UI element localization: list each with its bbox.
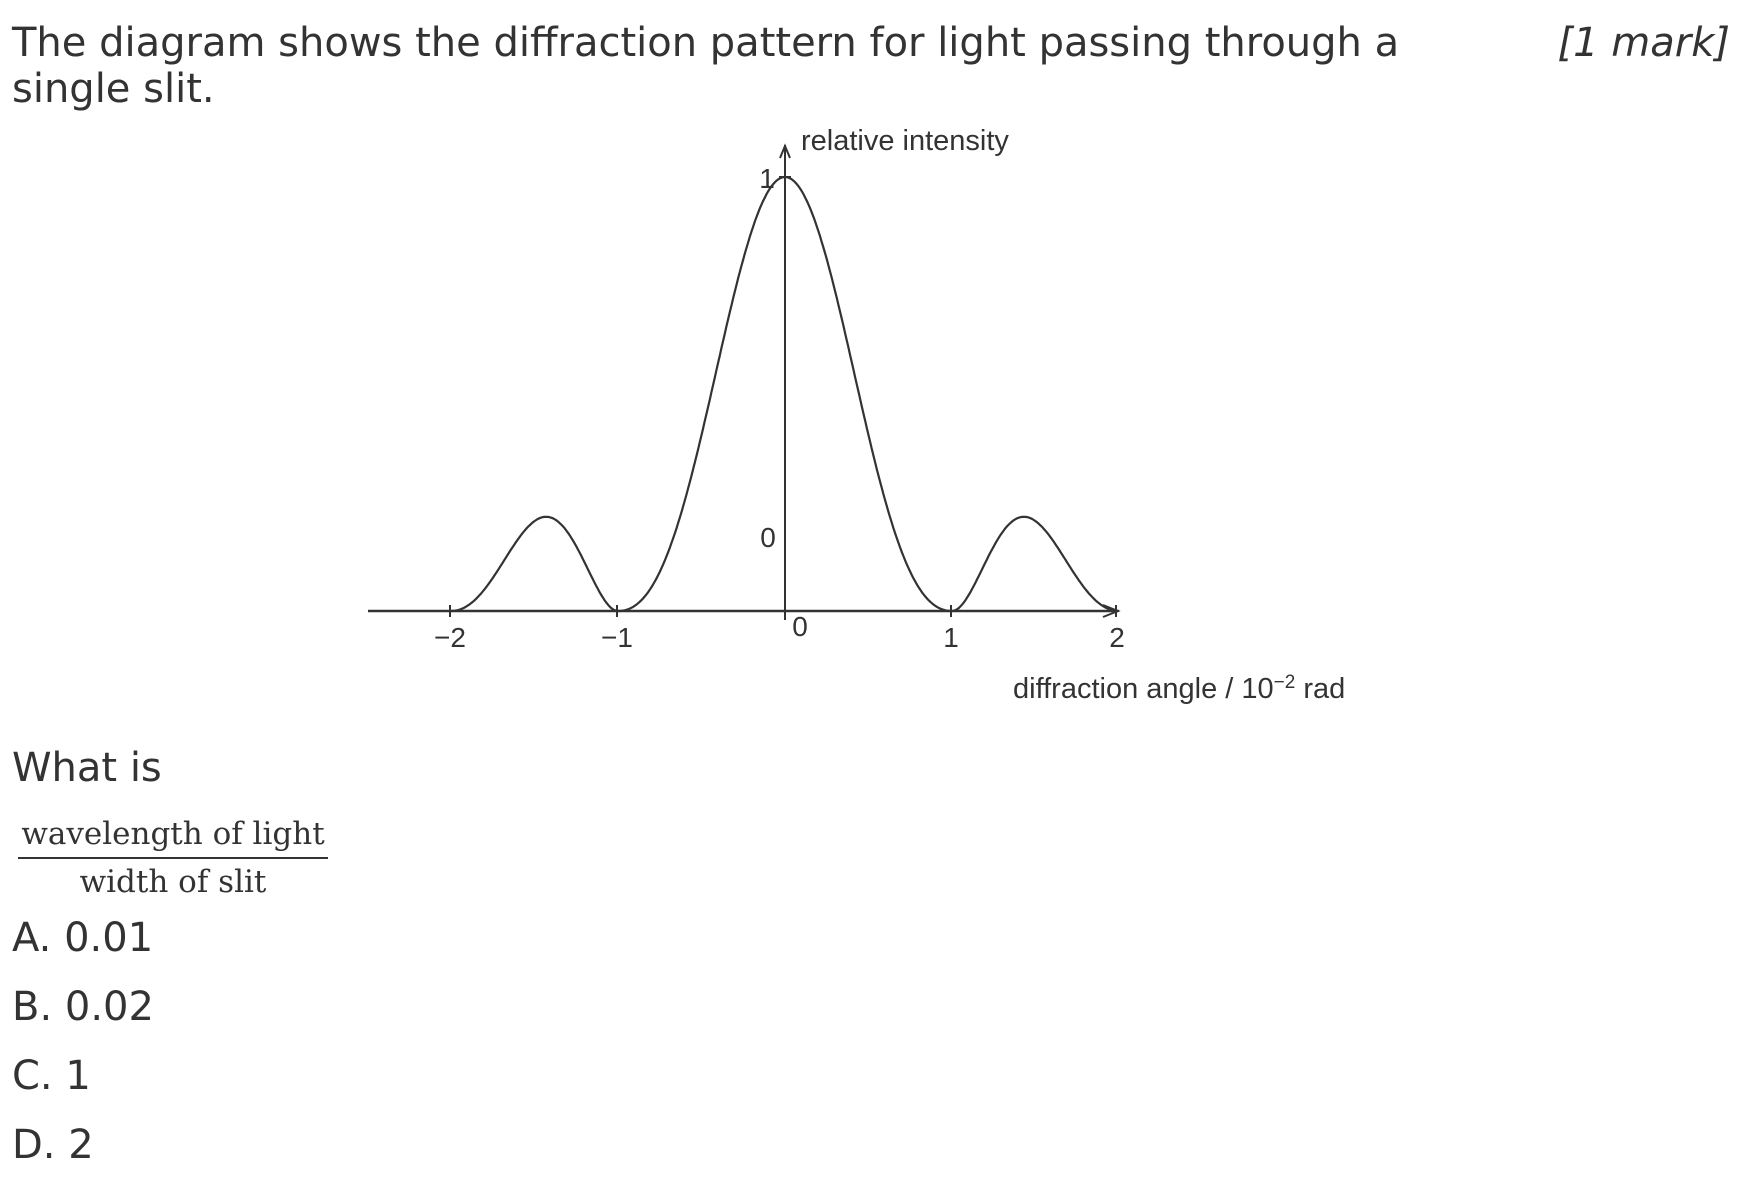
x-tick-label-0: 0 — [792, 611, 808, 642]
x-tick-label-neg1: −1 — [601, 622, 633, 653]
x-axis-label-exponent: −2 — [1274, 672, 1296, 693]
y-tick-label-0: 0 — [760, 522, 776, 553]
question-text: The diagram shows the diffraction patter… — [12, 20, 1400, 112]
x-axis-label-unit: rad — [1303, 673, 1345, 705]
x-tick-label-2: 2 — [1109, 622, 1125, 653]
option-b[interactable]: B. 0.02 — [12, 984, 154, 1030]
question-prompt: What is — [12, 745, 162, 791]
y-tick-label-1: 1 — [759, 163, 775, 194]
x-tick-label-1: 1 — [943, 622, 959, 653]
option-c[interactable]: C. 1 — [12, 1053, 91, 1099]
option-d[interactable]: D. 2 — [12, 1122, 94, 1168]
x-axis-label: diffraction angle / 10−2 rad — [1013, 672, 1345, 705]
ratio-fraction: wavelength of light width of slit — [18, 813, 328, 903]
diffraction-diagram: relative intensity 1 0 −2 −1 0 1 2 diffr… — [300, 125, 1400, 719]
fraction-denominator: width of slit — [79, 864, 267, 900]
intensity-curve — [450, 175, 1120, 613]
answer-options: A. 0.01 B. 0.02 C. 1 D. 2 — [12, 915, 154, 1191]
fraction-numerator: wavelength of light — [18, 813, 328, 859]
x-tick-label-neg2: −2 — [434, 622, 466, 653]
option-a[interactable]: A. 0.01 — [12, 915, 154, 961]
y-axis-arrowhead — [779, 143, 791, 159]
x-axis-label-text: diffraction angle / 10 — [1013, 673, 1274, 705]
y-axis-label: relative intensity — [801, 125, 1009, 157]
diffraction-graph: relative intensity 1 0 −2 −1 0 1 2 diffr… — [368, 125, 1345, 705]
marks-label: [1 mark] — [1557, 20, 1730, 66]
